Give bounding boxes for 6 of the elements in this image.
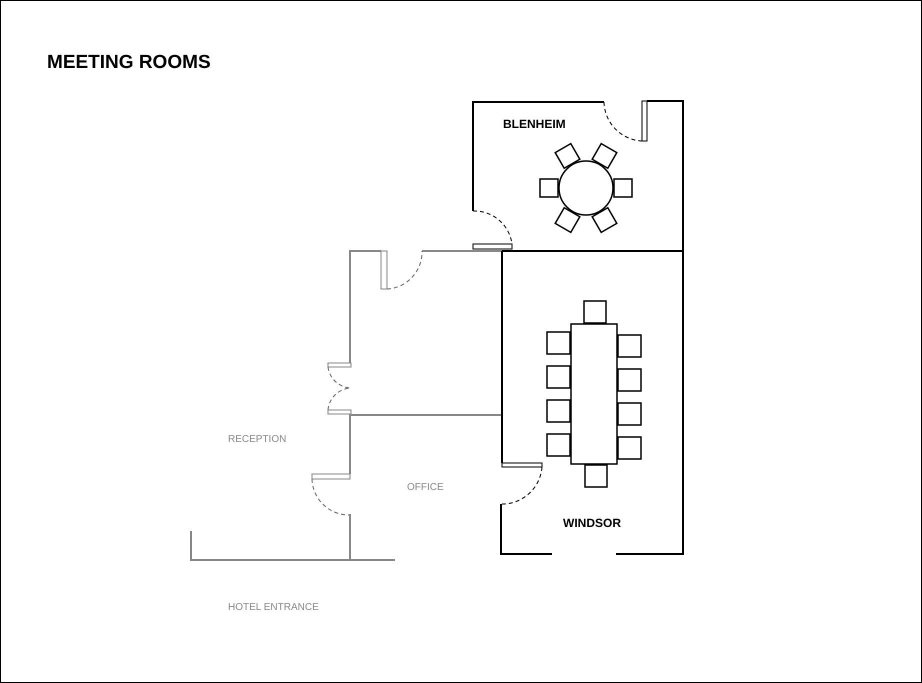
room-label: HOTEL ENTRANCE (228, 601, 319, 615)
room-label: OFFICE (407, 481, 444, 495)
room-label: BLENHEIM (503, 116, 566, 133)
room-label: RECEPTION (228, 433, 286, 447)
room-label: WINDSOR (563, 515, 621, 532)
title: MEETING ROOMS (47, 51, 211, 75)
